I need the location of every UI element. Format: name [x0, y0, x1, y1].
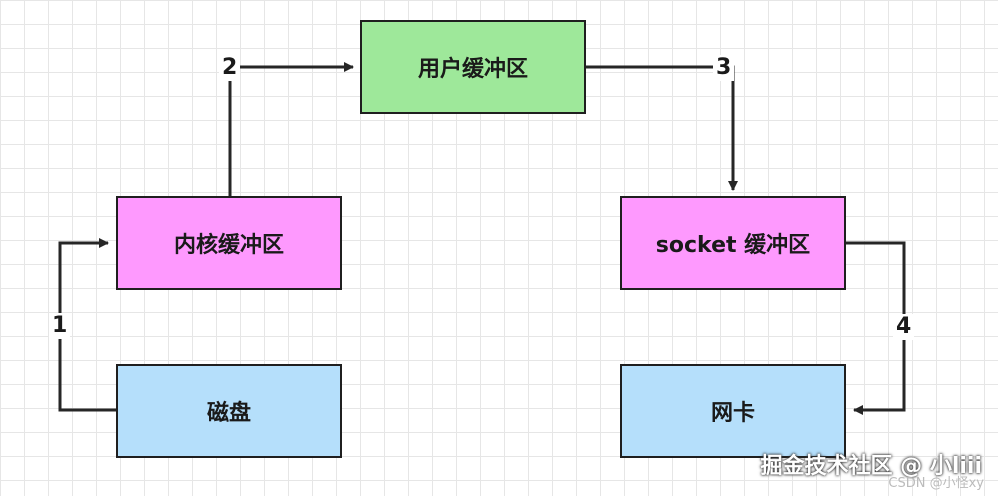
edge-3-line: [586, 65, 738, 191]
disk-node: 磁盘: [116, 364, 342, 458]
watermark-juejin: 掘金技术社区 @ 小liii: [760, 454, 982, 479]
user-buffer-node: 用户缓冲区: [360, 20, 586, 114]
edge-label-4: 4: [893, 314, 915, 340]
nic-node: 网卡: [620, 364, 846, 458]
watermark-csdn: CSDN @小怪xy: [888, 476, 984, 491]
edge-label-1: 1: [49, 313, 71, 339]
edge-label-2: 2: [219, 55, 241, 81]
kernel-buffer-node: 内核缓冲区: [116, 196, 342, 290]
edge-label-3: 3: [713, 55, 735, 81]
edge-2-line: [228, 62, 354, 196]
socket-buffer-node: socket 缓冲区: [620, 196, 846, 290]
